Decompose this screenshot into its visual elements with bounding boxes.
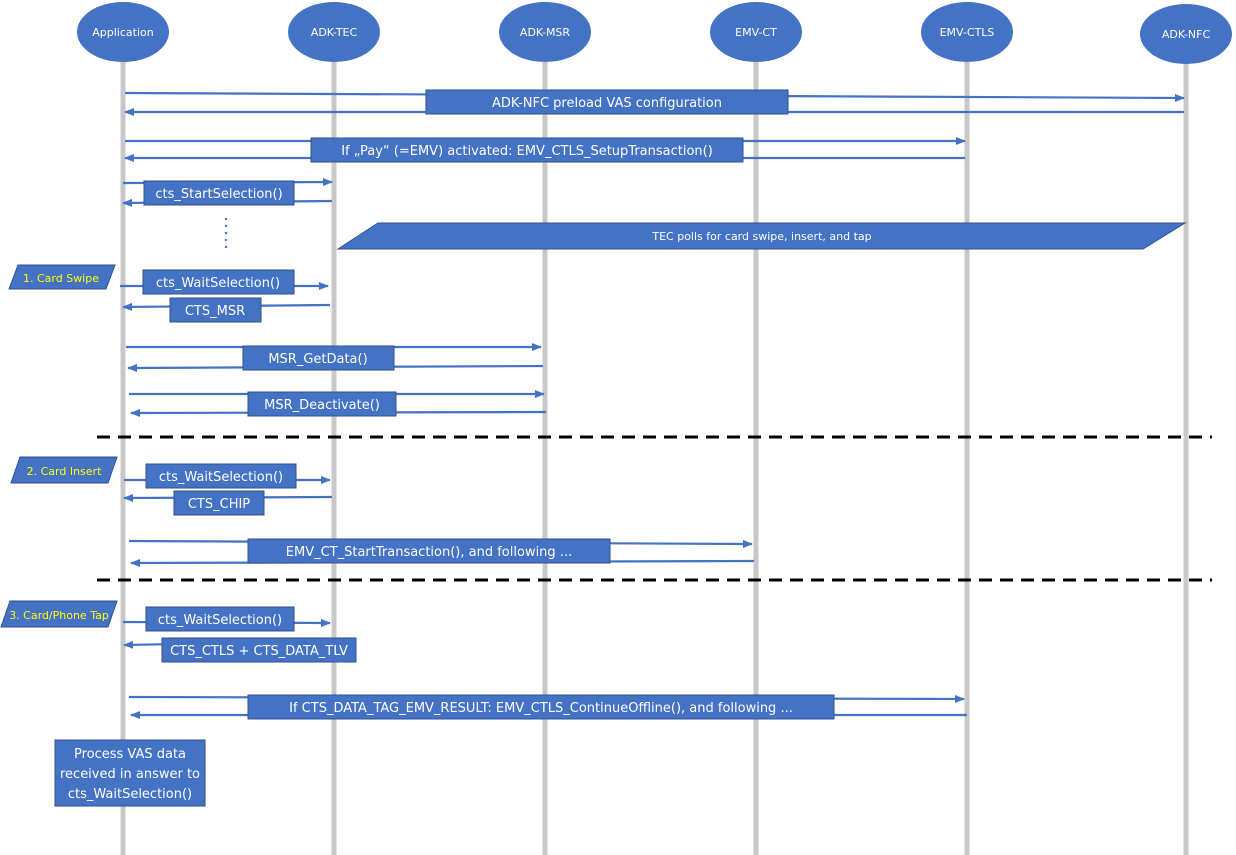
actor-label: Application: [92, 26, 153, 39]
case-label: 3. Card/Phone Tap: [9, 609, 109, 622]
message-ctls-setup: If „Pay“ (=EMV) activated: EMV_CTLS_Setu…: [124, 137, 966, 163]
message-cts-ctls: CTS_CTLS + CTS_DATA_TLV: [161, 637, 357, 663]
message-msr-getdata: MSR_GetData(): [126, 343, 544, 372]
actor-label: EMV-CTLS: [940, 26, 995, 39]
process-vas-note: Process VAS data received in answer to c…: [54, 739, 206, 807]
message-label: cts_StartSelection(): [155, 187, 282, 202]
message-ct-start: EMV_CT_StartTransaction(), and following…: [128, 538, 755, 567]
message-wait-selection-1: cts_WaitSelection(): [120, 269, 331, 311]
message-label: If CTS_DATA_TAG_EMV_RESULT: EMV_CTLS_Con…: [289, 701, 793, 716]
message-label: TEC polls for card swipe, insert, and ta…: [651, 230, 871, 243]
message-label: cts_WaitSelection(): [158, 613, 282, 628]
actor-label: ADK-NFC: [1162, 28, 1211, 41]
case-card-insert: 2. Card Insert: [10, 456, 118, 484]
message-ctls-continue: If CTS_DATA_TAG_EMV_RESULT: EMV_CTLS_Con…: [128, 694, 967, 720]
case-label: 2. Card Insert: [27, 465, 102, 478]
actor-label: ADK-MSR: [520, 26, 570, 39]
message-label: EMV_CT_StartTransaction(), and following…: [286, 545, 572, 560]
actor-adk-nfc: ADK-NFC: [1140, 4, 1232, 64]
message-label: If „Pay“ (=EMV) activated: EMV_CTLS_Setu…: [341, 144, 713, 159]
note-line: Process VAS data: [74, 747, 186, 762]
actor-emv-ctls: EMV-CTLS: [921, 2, 1013, 62]
case-label: 1. Card Swipe: [23, 272, 99, 285]
message-label: CTS_MSR: [185, 304, 245, 319]
message-label: CTS_CTLS + CTS_DATA_TLV: [170, 644, 348, 659]
continuation-dots: [224, 217, 228, 249]
message-label: MSR_GetData(): [268, 352, 367, 367]
tec-polls-banner: TEC polls for card swipe, insert, and ta…: [336, 222, 1187, 250]
message-label: MSR_Deactivate(): [264, 398, 380, 413]
actor-application: Application: [77, 2, 169, 62]
message-label: cts_WaitSelection(): [156, 276, 280, 291]
message-msr-deactivate: MSR_Deactivate(): [129, 390, 547, 417]
actor-label: EMV-CT: [735, 26, 777, 39]
message-start-selection: cts_StartSelection(): [122, 178, 333, 207]
case-card-phone-tap: 3. Card/Phone Tap: [0, 600, 118, 628]
message-cts-msr: CTS_MSR: [169, 297, 262, 323]
note-line: cts_WaitSelection(): [68, 787, 192, 802]
actor-label: ADK-TEC: [311, 26, 358, 39]
message-nfc-preload: ADK-NFC preload VAS configuration: [124, 89, 1185, 116]
message-cts-chip: CTS_CHIP: [173, 490, 265, 516]
case-card-swipe: 1. Card Swipe: [8, 264, 116, 290]
actor-adk-msr: ADK-MSR: [499, 2, 591, 62]
actor-adk-tec: ADK-TEC: [288, 2, 380, 62]
note-line: received in answer to: [60, 767, 200, 782]
message-label: ADK-NFC preload VAS configuration: [492, 96, 722, 111]
message-label: CTS_CHIP: [188, 497, 250, 512]
message-label: cts_WaitSelection(): [159, 470, 283, 485]
actor-emv-ct: EMV-CT: [710, 2, 802, 62]
